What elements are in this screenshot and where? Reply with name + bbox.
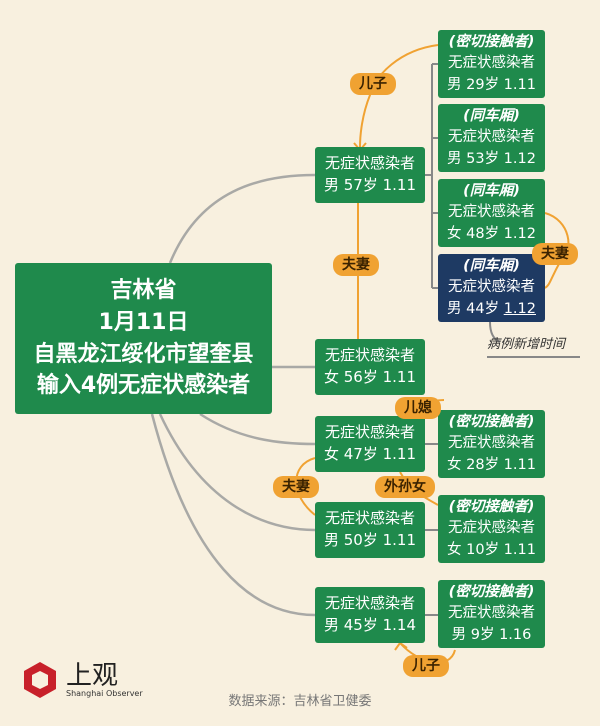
case-info: 男 50岁 1.11 [323, 531, 417, 549]
contact-info-prefix: 男 44岁 [447, 300, 500, 317]
central-line: 自黑龙江绥化市望奎县 [33, 341, 254, 367]
case-box: 无症状感染者男 50岁 1.11 [315, 502, 425, 558]
contact-tag: (同车厢) [463, 108, 520, 125]
central-line: 1月11日 [98, 309, 189, 335]
contact-info: 男 29岁 1.11 [447, 76, 536, 93]
contact-box: (密切接触者) 无症状感染者男 9岁 1.16 [438, 580, 545, 648]
note-pointer [489, 321, 501, 343]
case-info: 男 57岁 1.11 [323, 176, 417, 194]
contact-tag: (密切接触者) [448, 499, 535, 516]
contact-info: 女 28岁 1.11 [447, 456, 536, 473]
central-summary-box: 吉林省 1月11日 自黑龙江绥化市望奎县 输入4例无症状感染者 [15, 263, 272, 414]
central-line: 输入4例无症状感染者 [36, 373, 251, 399]
contact-type: 无症状感染者 [448, 435, 535, 452]
case-box: 无症状感染者男 45岁 1.14 [315, 587, 425, 643]
central-line: 吉林省 [110, 277, 177, 303]
contact-tag: (密切接触者) [448, 414, 535, 431]
contact-tag: (同车厢) [463, 183, 520, 200]
line-to-case-50 [158, 413, 316, 532]
contact-box: (同车厢) 无症状感染者男 53岁 1.12 [438, 104, 545, 172]
logo-hexagon-icon [24, 662, 56, 698]
contact-tag: (密切接触者) [448, 34, 535, 51]
contact-tag: (密切接触者) [448, 584, 535, 601]
contact-type: 无症状感染者 [448, 279, 535, 296]
contact-info: 男 53岁 1.12 [447, 150, 536, 167]
contact-type: 无症状感染者 [448, 55, 535, 72]
data-source: 数据来源：吉林省卫健委 [228, 694, 372, 709]
line-to-case-57 [168, 173, 316, 264]
case-type: 无症状感染者 [324, 154, 415, 173]
contact-info: 男 44岁 1.12 [447, 299, 536, 320]
line-to-case-47 [199, 412, 316, 446]
relation-label: 儿子 [403, 655, 449, 677]
case-type: 无症状感染者 [324, 346, 415, 365]
relation-label: 夫妻 [532, 243, 578, 265]
relation-line-son [359, 44, 439, 148]
contact-box: (同车厢) 无症状感染者女 48岁 1.12 [438, 179, 545, 247]
contact-box: (密切接触者) 无症状感染者女 28岁 1.11 [438, 410, 545, 478]
relation-label: 外孙女 [375, 476, 435, 498]
contact-type: 无症状感染者 [448, 520, 535, 537]
case-box: 无症状感染者男 57岁 1.11 [315, 147, 425, 203]
contact-info: 女 10岁 1.11 [447, 541, 536, 558]
contact-box-highlighted: (同车厢)无症状感染者男 44岁 1.12 [438, 254, 545, 322]
case-type: 无症状感染者 [324, 594, 415, 613]
contact-info: 男 9岁 1.16 [451, 626, 532, 643]
relation-label: 夫妻 [333, 254, 379, 276]
case-info: 男 45岁 1.14 [323, 616, 417, 634]
contact-type: 无症状感染者 [448, 605, 535, 622]
relation-label: 夫妻 [273, 476, 319, 498]
bracket-case-57 [425, 63, 438, 289]
relation-label: 儿媳 [395, 397, 441, 419]
case-type: 无症状感染者 [324, 423, 415, 442]
case-type: 无症状感染者 [324, 509, 415, 528]
logo-text-cn: 上观 [66, 660, 119, 691]
case-box: 无症状感染者女 56岁 1.11 [315, 339, 425, 395]
logo: 上观 Shanghai Observer [20, 660, 143, 700]
contact-type: 无症状感染者 [448, 129, 535, 146]
contact-box: (密切接触者) 无症状感染者男 29岁 1.11 [438, 30, 545, 98]
case-info: 女 47岁 1.11 [323, 445, 417, 463]
contact-info: 女 48岁 1.12 [447, 225, 536, 242]
contact-info-date: 1.12 [503, 300, 536, 317]
legend-note: 病例新增时间 [487, 337, 566, 352]
contact-tag: (同车厢) [463, 258, 520, 275]
contact-type: 无症状感染者 [448, 204, 535, 221]
relation-label: 儿子 [350, 73, 396, 95]
case-box: 无症状感染者女 47岁 1.11 [315, 416, 425, 472]
case-info: 女 56岁 1.11 [323, 368, 417, 386]
line-to-case-45 [150, 413, 316, 617]
logo-text-en: Shanghai Observer [66, 688, 143, 698]
contact-box: (密切接触者) 无症状感染者女 10岁 1.11 [438, 495, 545, 563]
